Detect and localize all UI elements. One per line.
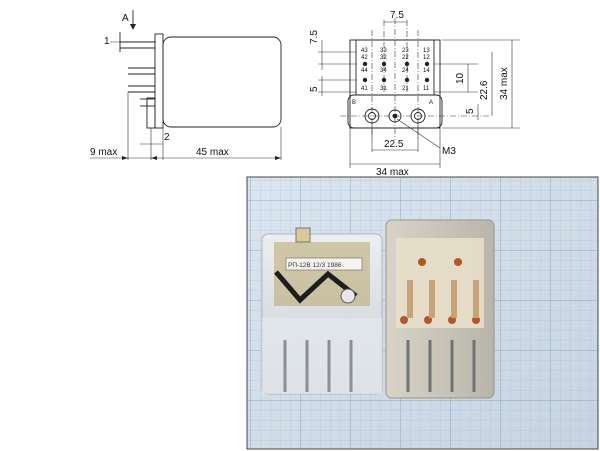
pin-dot [362,61,368,67]
pin-label: 11 [423,86,430,92]
pin-dots [362,61,430,83]
pin-label: 42 [361,55,368,61]
dim-arrow [122,156,128,160]
dim-7-5-left: 7.5 [309,30,320,44]
relay-left-button [295,227,311,243]
dim-2: 2 [164,132,170,143]
mounting-stud [146,97,156,129]
corner-marker-a: A [429,100,433,106]
dim-34-max-height: 34 max [499,67,510,100]
pin-dot [424,77,430,83]
pin-view: 43 33 23 13 42 32 22 12 44 34 24 14 41 3… [309,10,520,178]
relay-left-base [262,318,382,394]
pin-label: 12 [423,55,430,61]
side-view: A 1 2 9 max [90,10,282,160]
terminal [400,316,408,324]
corner-marker-b: B [352,100,356,106]
pin-label: 22 [402,55,409,61]
pin-label: 31 [380,86,387,92]
relay-left-contacts [274,270,358,304]
mount-hole-left-inner [368,112,376,120]
pin-label: 13 [423,48,430,54]
relay-housing [162,36,282,128]
pin-label: 34 [380,68,387,74]
pin-label: 41 [361,86,368,92]
pin-dot [404,61,410,67]
dim-22-5: 22.5 [384,139,404,150]
pin-dot [404,77,410,83]
dim-7-5-top: 7.5 [390,10,404,21]
pin-label: 44 [361,68,368,74]
pin-label: 23 [402,48,409,54]
pin-grid: 43 33 23 13 42 32 22 12 44 34 24 14 41 3… [361,48,430,92]
mount-hole-right-inner [414,112,422,120]
relay-right [385,219,495,399]
dim-22-6: 22.6 [479,80,490,100]
relay-left: РП-12В 12/3 1986 [261,227,383,395]
dim-arrow [275,156,281,160]
dim-9-max: 9 max [90,147,117,158]
relay-left-screw [340,288,356,304]
dim-45-max: 45 max [196,147,229,158]
relay-base-plate [154,33,164,129]
relay-left-label [285,257,363,271]
pin-dot [424,61,430,67]
terminal [418,258,426,266]
thread-leader [396,118,441,149]
pin-label: 43 [361,48,368,54]
relay-left-pins [283,340,353,392]
dim-10: 10 [455,72,466,84]
thread-hole [388,109,402,123]
pin-dot [381,61,387,67]
pin-label: 33 [380,48,387,54]
relay-right-pins [406,340,476,392]
pin-label: 24 [402,68,409,74]
relay-pins [120,41,155,107]
thread-hole-core [392,113,398,119]
relay-left-label-text: РП-12В 12/3 1986 [288,262,342,269]
pin-dot [362,77,368,83]
pin-label: 21 [402,86,409,92]
dim-5-right: 5 [465,108,476,114]
relay-right-springs [407,280,479,318]
dim-5-left: 5 [309,86,320,92]
pin-dot [381,77,387,83]
pin-1-marker: 1 [104,36,110,47]
view-arrow-head [130,24,136,30]
relay-photo: РП-12В 12/3 1986 [246,176,599,450]
pin-label: 32 [380,55,387,61]
dim-34-max-width: 34 max [376,167,409,178]
view-marker-a: A [122,13,129,24]
thread-m3: M3 [442,146,456,157]
terminal [454,258,462,266]
pin-label: 14 [423,68,430,74]
